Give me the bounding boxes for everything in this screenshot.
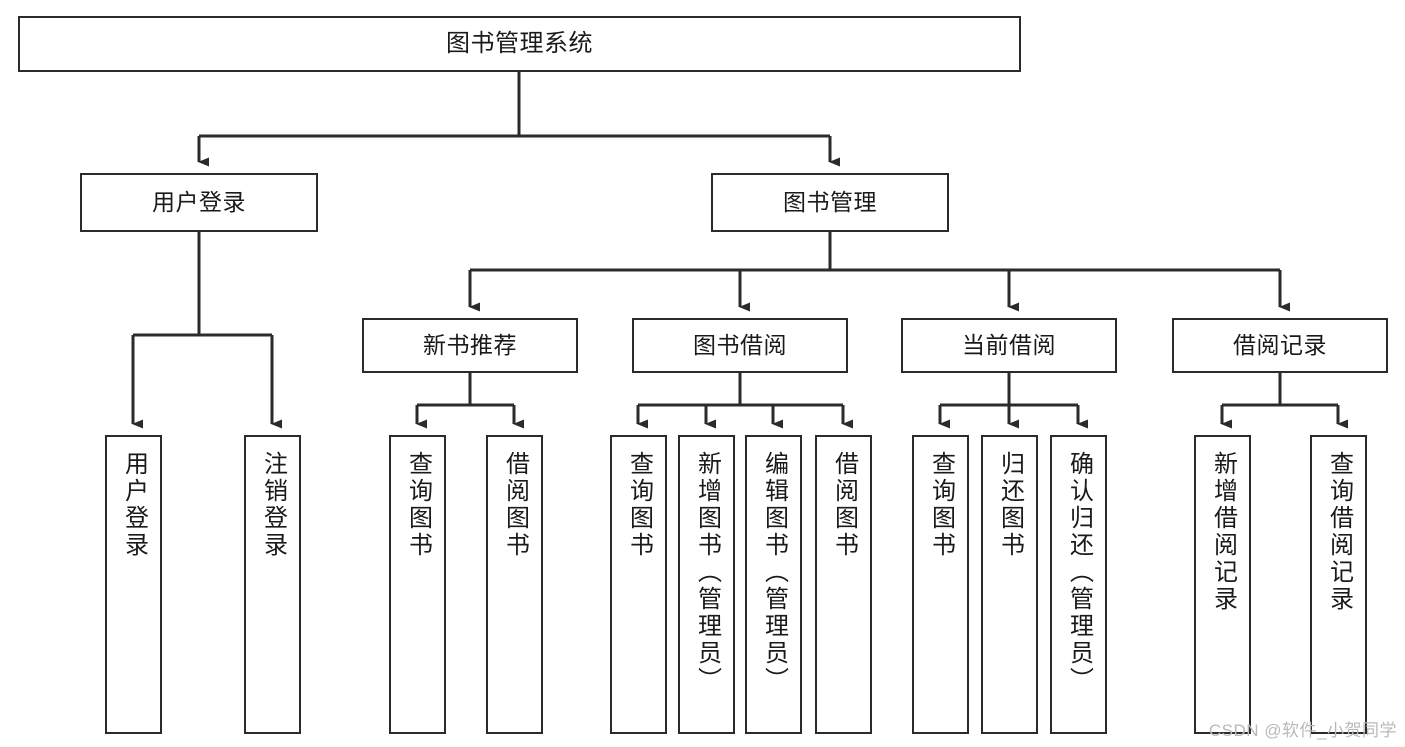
node-label: 注销登录 xyxy=(259,451,287,559)
node-leaf-query-borrow-record[interactable]: 查询借阅记录 xyxy=(1310,435,1367,734)
node-label: 归还图书 xyxy=(996,451,1024,559)
node-leaf-confirm-return-admin[interactable]: 确认归还（管理员） xyxy=(1050,435,1107,734)
node-current-borrow[interactable]: 当前借阅 xyxy=(901,318,1117,373)
node-label: 借阅记录 xyxy=(1233,331,1327,358)
node-label: 图书管理系统 xyxy=(446,29,593,57)
node-label: 用户登录 xyxy=(152,188,246,215)
node-user-login[interactable]: 用户登录 xyxy=(80,173,318,232)
node-label: 查询借阅记录 xyxy=(1325,451,1353,613)
node-leaf-query-book-current[interactable]: 查询图书 xyxy=(912,435,969,734)
node-label: 借阅图书 xyxy=(501,451,529,559)
node-label: 用户登录 xyxy=(120,451,148,559)
node-leaf-logout-login[interactable]: 注销登录 xyxy=(244,435,301,734)
node-leaf-query-book-borrow[interactable]: 查询图书 xyxy=(610,435,667,734)
node-leaf-borrow-book-new-recommend[interactable]: 借阅图书 xyxy=(486,435,543,734)
node-label: 查询图书 xyxy=(404,451,432,559)
node-label: 查询图书 xyxy=(927,451,955,559)
node-label: 编辑图书（管理员） xyxy=(760,451,788,694)
node-label: 新书推荐 xyxy=(423,331,517,358)
node-leaf-edit-book-admin[interactable]: 编辑图书（管理员） xyxy=(745,435,802,734)
node-label: 新增借阅记录 xyxy=(1209,451,1237,613)
node-leaf-add-book-admin[interactable]: 新增图书（管理员） xyxy=(678,435,735,734)
node-leaf-borrow-book-borrow[interactable]: 借阅图书 xyxy=(815,435,872,734)
node-label: 图书借阅 xyxy=(693,331,787,358)
node-leaf-return-book[interactable]: 归还图书 xyxy=(981,435,1038,734)
node-root-book-management-system[interactable]: 图书管理系统 xyxy=(18,16,1021,72)
node-leaf-user-login[interactable]: 用户登录 xyxy=(105,435,162,734)
node-label: 查询图书 xyxy=(625,451,653,559)
node-label: 当前借阅 xyxy=(962,331,1056,358)
node-leaf-query-book-new-recommend[interactable]: 查询图书 xyxy=(389,435,446,734)
node-label: 借阅图书 xyxy=(830,451,858,559)
node-borrow-record[interactable]: 借阅记录 xyxy=(1172,318,1388,373)
node-leaf-add-borrow-record[interactable]: 新增借阅记录 xyxy=(1194,435,1251,734)
node-label: 图书管理 xyxy=(783,188,877,215)
node-book-borrow[interactable]: 图书借阅 xyxy=(632,318,848,373)
node-book-manage[interactable]: 图书管理 xyxy=(711,173,949,232)
csdn-watermark: CSDN @软件_小贺同学 xyxy=(1208,721,1397,740)
node-label: 确认归还（管理员） xyxy=(1065,451,1093,694)
node-label: 新增图书（管理员） xyxy=(693,451,721,694)
node-new-book-recommend[interactable]: 新书推荐 xyxy=(362,318,578,373)
